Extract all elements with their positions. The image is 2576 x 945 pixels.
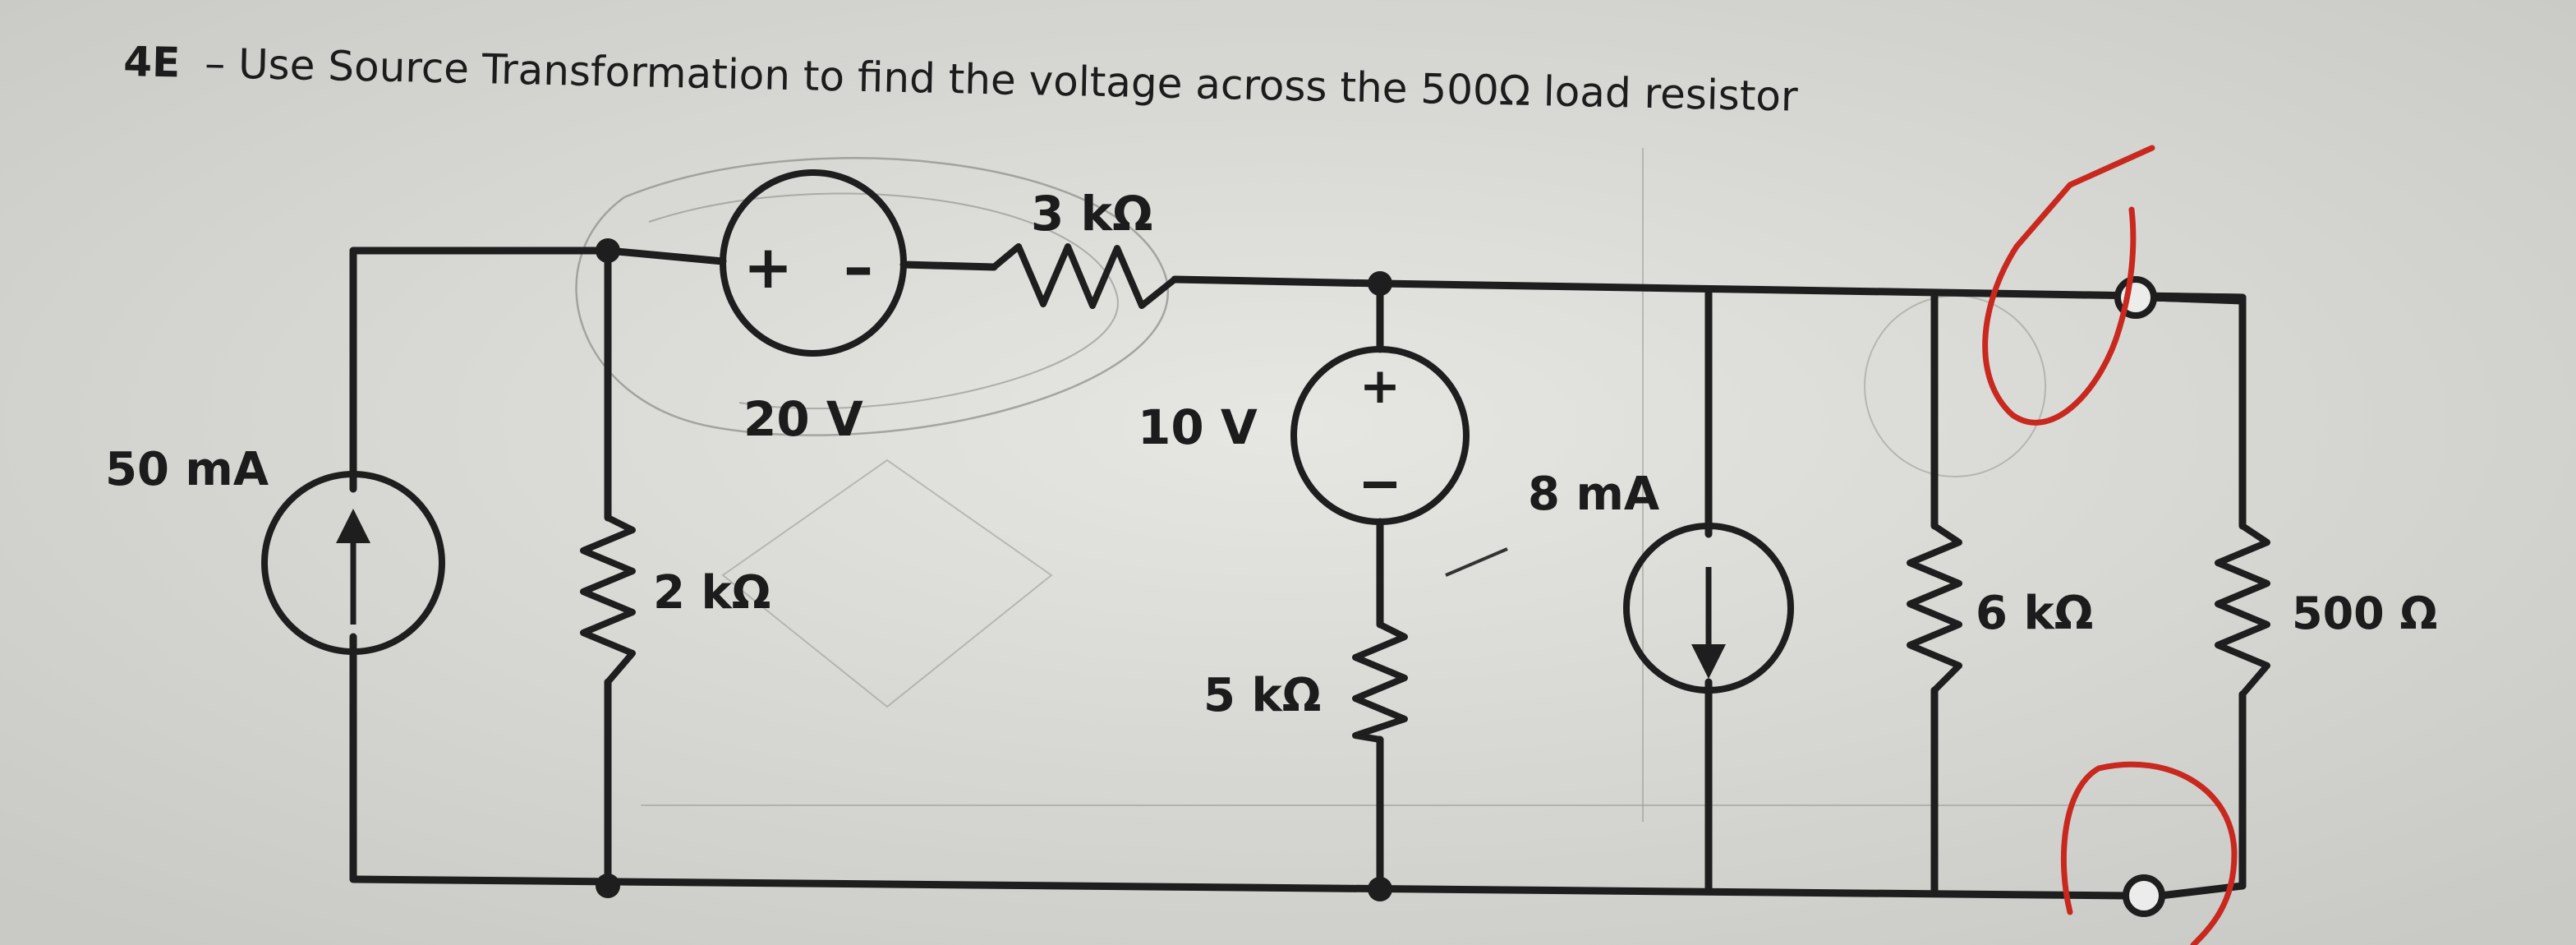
node-bottom-left bbox=[596, 874, 620, 898]
resistor-5k bbox=[1352, 621, 1408, 743]
voltage-source-20v: + – bbox=[720, 169, 907, 357]
red-ink-annotations bbox=[1982, 145, 2238, 945]
label-3k: 3 kΩ bbox=[1031, 186, 1152, 242]
resistor-6k bbox=[1907, 523, 1962, 693]
source-20v-plus: + bbox=[743, 233, 793, 302]
node-top-middle bbox=[1368, 271, 1392, 296]
red-mark-bottom bbox=[2060, 761, 2238, 945]
source-20v-minus: – bbox=[844, 233, 873, 302]
resistor-500 bbox=[2215, 523, 2270, 697]
current-source-50ma bbox=[261, 471, 445, 655]
voltage-source-10v: + bbox=[1290, 346, 1470, 525]
problem-number: 4E bbox=[123, 38, 181, 86]
junction-nodes bbox=[596, 238, 1392, 901]
show-through-marks bbox=[641, 148, 2218, 822]
node-top-left bbox=[596, 238, 620, 263]
source-10v-plus: + bbox=[1359, 357, 1401, 415]
label-50ma: 50 mA bbox=[105, 443, 269, 496]
red-mark-top bbox=[1982, 145, 2155, 426]
terminal-bottom bbox=[2123, 874, 2165, 917]
wires bbox=[349, 247, 2247, 900]
label-10v: 10 V bbox=[1138, 399, 1258, 455]
node-bottom-middle bbox=[1368, 877, 1392, 901]
resistor-2k bbox=[580, 514, 636, 685]
label-5k: 5 kΩ bbox=[1203, 669, 1321, 722]
label-500: 500 Ω bbox=[2292, 588, 2437, 639]
label-6k: 6 kΩ bbox=[1976, 587, 2093, 640]
current-source-8ma bbox=[1623, 523, 1794, 694]
label-8ma: 8 mA bbox=[1528, 468, 1660, 521]
label-2k: 2 kΩ bbox=[653, 566, 770, 620]
label-20v: 20 V bbox=[743, 391, 863, 447]
resistor-3k bbox=[991, 243, 1177, 309]
pencil-tick bbox=[1445, 547, 1508, 577]
pencil-scribble bbox=[575, 157, 1170, 436]
